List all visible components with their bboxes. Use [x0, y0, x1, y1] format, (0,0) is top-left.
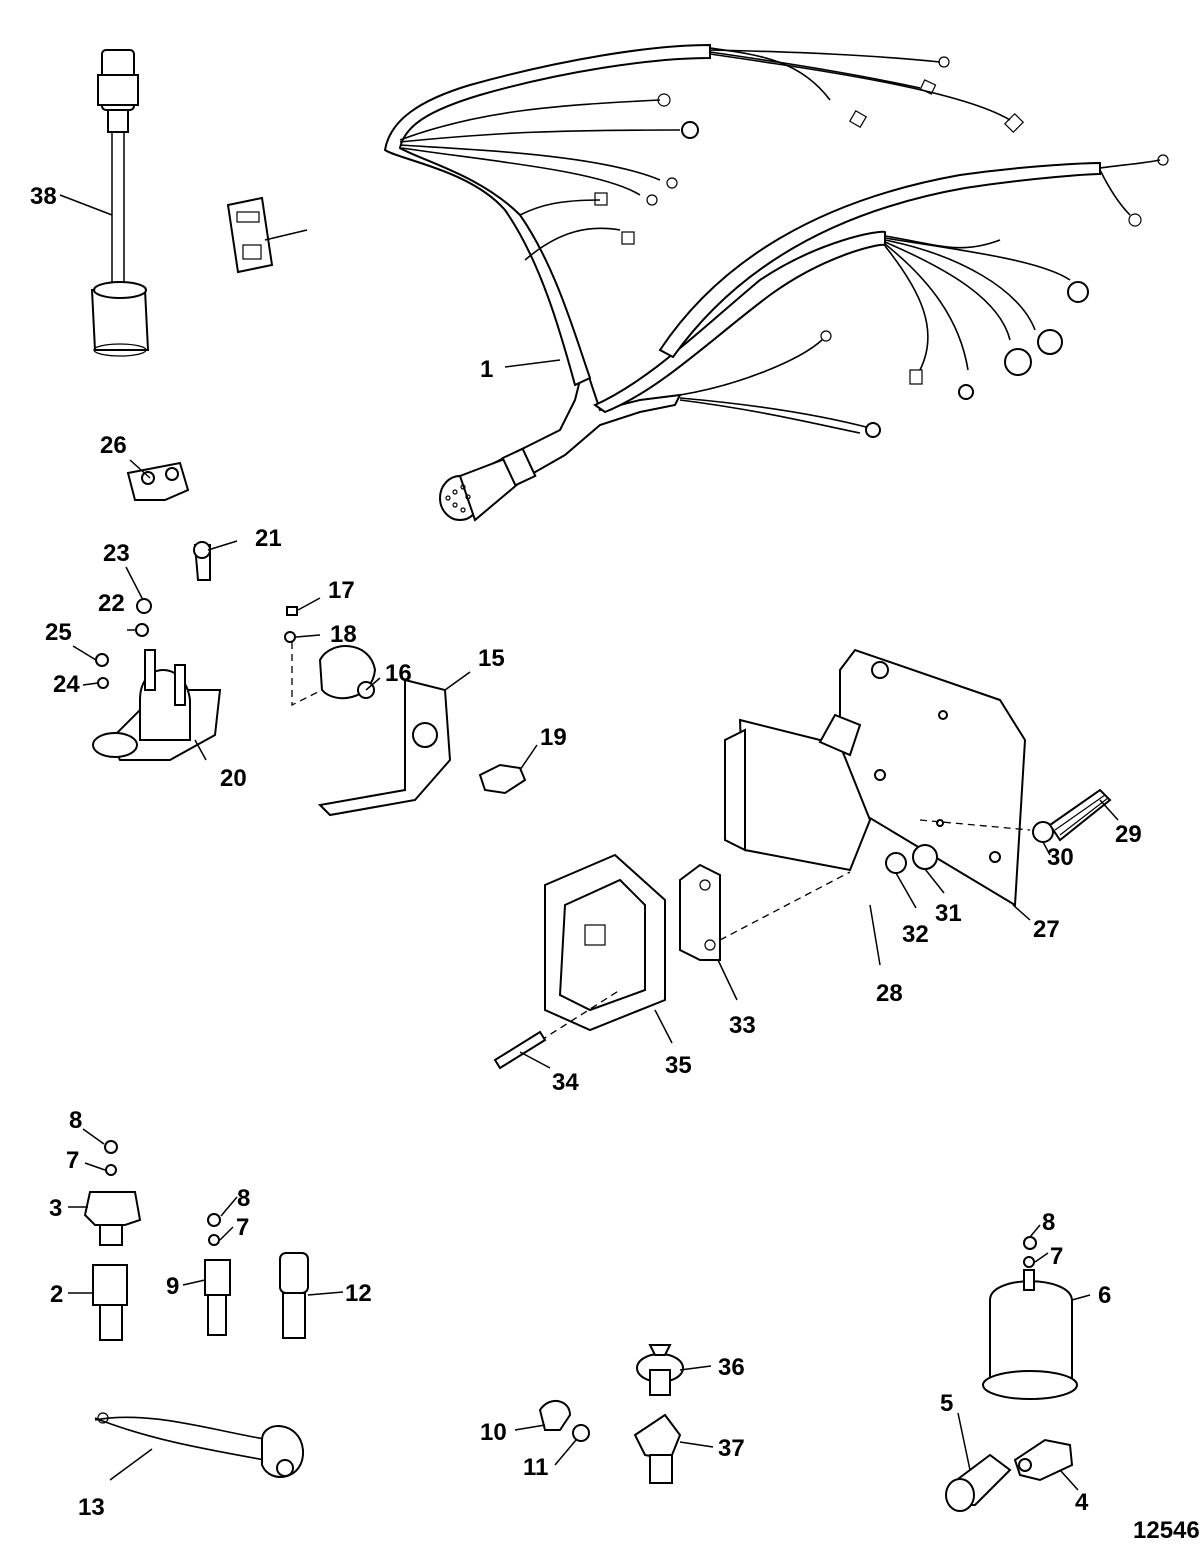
wiring-harness-drawing [383, 43, 1169, 522]
part-label-31: 32 [902, 921, 929, 948]
part-label-12: 12 [345, 1280, 372, 1307]
part-label-8a: 8 [69, 1107, 82, 1134]
part-label-2: 2 [50, 1281, 63, 1308]
solenoid-drawing [92, 461, 222, 761]
part-label-7b: 7 [236, 1214, 249, 1241]
part-label-34: 35 [665, 1052, 692, 1079]
part-label-8b: 8 [237, 1185, 250, 1212]
part-label-5: 5 [940, 1390, 953, 1417]
gauge-sender-drawing [945, 1236, 1078, 1512]
part-label-1: 1 [480, 356, 493, 383]
module-box-drawing [724, 713, 872, 872]
part-label-30: 31 [935, 900, 962, 927]
part-label-8c: 8 [1042, 1209, 1055, 1236]
part-label-25: 26 [100, 432, 127, 459]
part-label-3: 3 [49, 1195, 62, 1222]
part-label-15: 16 [385, 660, 412, 687]
part-label-37: 38 [30, 183, 57, 210]
part-label-28: 29 [1115, 821, 1142, 848]
connector-drawing [226, 196, 274, 274]
plug-group-drawing [538, 1344, 684, 1484]
nut-washer-drawing [885, 844, 938, 874]
bracket-drawing [284, 606, 527, 817]
module-plate-drawing [839, 648, 1112, 907]
ignition-module-drawing [493, 853, 666, 1070]
part-label-18: 19 [540, 724, 567, 751]
part-label-36: 37 [718, 1435, 745, 1462]
part-label-16: 17 [328, 577, 355, 604]
part-label-11: 11 [523, 1454, 548, 1481]
figure-number: 12546 [1133, 1517, 1200, 1544]
part-label-23: 24 [53, 671, 80, 698]
part-label-17: 18 [330, 621, 357, 648]
part-label-9: 9 [166, 1273, 179, 1300]
part-labels: 38 1 26 21 23 17 22 18 25 15 24 16 19 20… [30, 183, 1142, 1521]
part-label-21: 22 [98, 590, 125, 617]
part-label-19: 20 [220, 765, 247, 792]
part-label-22: 23 [103, 540, 130, 567]
part-label-7a: 7 [66, 1147, 79, 1174]
leader-lines [59, 194, 1119, 1491]
sensor-lead-drawing [90, 49, 150, 357]
part-label-13: 13 [78, 1494, 105, 1521]
part-label-14: 15 [478, 645, 505, 672]
part-label-7c: 7 [1050, 1243, 1063, 1270]
part-label-10: 10 [480, 1419, 507, 1446]
part-label-24: 25 [45, 619, 72, 646]
sender-group-drawing [83, 1140, 309, 1478]
part-label-27: 28 [876, 980, 903, 1007]
part-label-35: 36 [718, 1354, 745, 1381]
module-bracket-drawing [679, 863, 851, 961]
part-label-29: 30 [1047, 844, 1074, 871]
part-label-4: 4 [1075, 1489, 1089, 1516]
part-label-26: 27 [1033, 916, 1060, 943]
part-label-6: 6 [1098, 1282, 1111, 1309]
part-label-20: 21 [255, 525, 282, 552]
part-label-32: 33 [729, 1012, 756, 1039]
part-label-33: 34 [552, 1069, 579, 1096]
